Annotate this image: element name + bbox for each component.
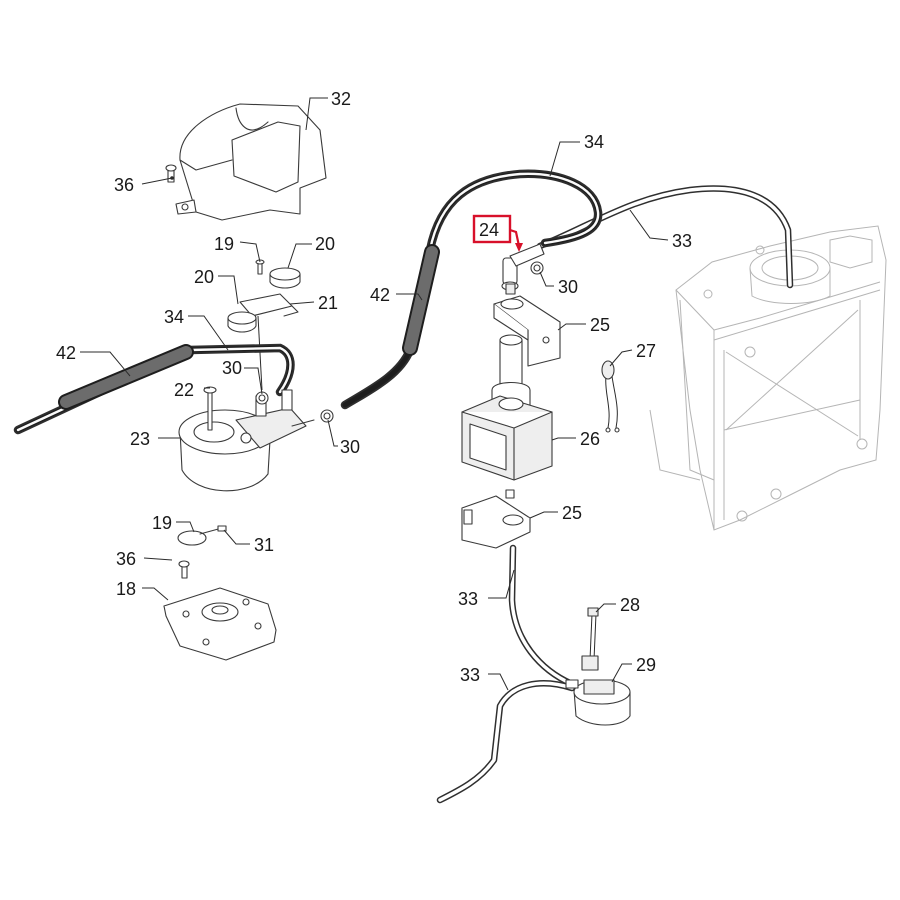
- bracket-25-bottom: [461, 489, 531, 549]
- base-18: [163, 587, 277, 661]
- callout-21: 21: [318, 293, 338, 313]
- screw-36-top: [165, 164, 177, 183]
- screw-19-top: [255, 259, 265, 275]
- thermostat-20-left: [227, 311, 257, 333]
- sensor-27: [601, 360, 620, 433]
- callout-33-middle: 33: [458, 589, 478, 609]
- highlight-callout-24[interactable]: [472, 214, 523, 252]
- highlight-leader: [509, 228, 521, 247]
- callout-23: 23: [130, 429, 150, 449]
- callout-25-top: 25: [590, 315, 610, 335]
- callout-labels: 32 36 19 20 20 21 34 42 30 22 23 30 42 3…: [56, 89, 692, 685]
- callout-25-bottom: 25: [562, 503, 582, 523]
- water-tank: [649, 225, 887, 531]
- callout-42-left: 42: [56, 343, 76, 363]
- tube-34-right: [425, 169, 603, 255]
- pump-26: [461, 334, 553, 481]
- highlight-box: [472, 214, 512, 244]
- tube-42-center: [340, 244, 440, 410]
- tube-33-upper: [536, 185, 794, 289]
- bracket-21: [239, 293, 299, 317]
- callout-33-lower: 33: [460, 665, 480, 685]
- callout-20-right: 20: [315, 234, 335, 254]
- callout-42-center: 42: [370, 285, 390, 305]
- callout-30-left: 30: [222, 358, 242, 378]
- callout-30-center: 30: [340, 437, 360, 457]
- callout-19-top: 19: [214, 234, 234, 254]
- callout-34-right: 34: [584, 132, 604, 152]
- callout-19-bottom: 19: [152, 513, 172, 533]
- tube-33-lower: [436, 544, 576, 804]
- fitting-24: [501, 243, 545, 295]
- callout-36-bottom: 36: [116, 549, 136, 569]
- callout-20-left: 20: [194, 267, 214, 287]
- callout-36-top: 36: [114, 175, 134, 195]
- callout-18: 18: [116, 579, 136, 599]
- leader-lines: [80, 97, 669, 691]
- callout-33-upper: 33: [672, 231, 692, 251]
- bracket-25-top: [493, 295, 561, 367]
- callout-28: 28: [620, 595, 640, 615]
- callout-22: 22: [174, 380, 194, 400]
- callout-34-left: 34: [164, 307, 184, 327]
- tube-42-left: [13, 343, 295, 435]
- o-ring-30-center: [320, 409, 334, 423]
- cable-28: [581, 607, 599, 671]
- callout-29: 29: [636, 655, 656, 675]
- cover-32: [175, 103, 327, 221]
- screw-36-bottom: [178, 560, 190, 579]
- callout-32: 32: [331, 89, 351, 109]
- highlight-arrowhead: [515, 243, 523, 252]
- screw-19-bottom: [177, 525, 227, 546]
- flowmeter-29: [565, 679, 631, 726]
- callout-24: 24: [479, 220, 499, 240]
- o-ring-30-right: [530, 261, 544, 275]
- heater-23: [178, 389, 315, 492]
- callout-31: 31: [254, 535, 274, 555]
- callout-27: 27: [636, 341, 656, 361]
- callout-30-right: 30: [558, 277, 578, 297]
- callout-26: 26: [580, 429, 600, 449]
- thermostat-20-right: [269, 267, 301, 289]
